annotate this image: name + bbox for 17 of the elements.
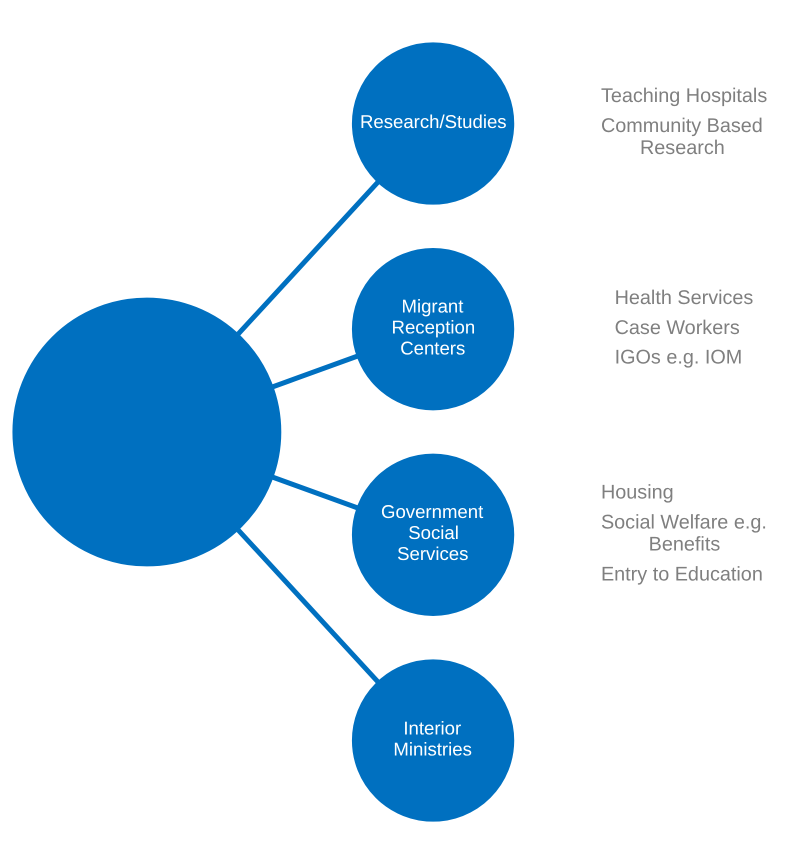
node-circle: Migrant Reception Centers (352, 248, 514, 410)
node-label: Teaching Hospitals (600, 85, 768, 108)
node-label: Health Services (614, 287, 754, 310)
node-circle: Government Social Services (352, 454, 514, 616)
node-label: Housing (600, 482, 674, 504)
node-label: Social Welfare e.g. Benefits (600, 511, 767, 556)
node-label: Community Based Research (600, 114, 763, 160)
connector (236, 180, 380, 336)
connector (236, 528, 380, 684)
connector (272, 354, 358, 390)
node-label: IGOs e.g. IOM (614, 346, 742, 369)
node-label: Entry to Education (600, 563, 763, 586)
connector (272, 474, 358, 510)
node-circle: Research/Studies (352, 42, 514, 205)
node-circle: Interior Ministries (352, 659, 514, 822)
node-label: Case Workers (614, 316, 740, 339)
node-circle (12, 298, 282, 566)
